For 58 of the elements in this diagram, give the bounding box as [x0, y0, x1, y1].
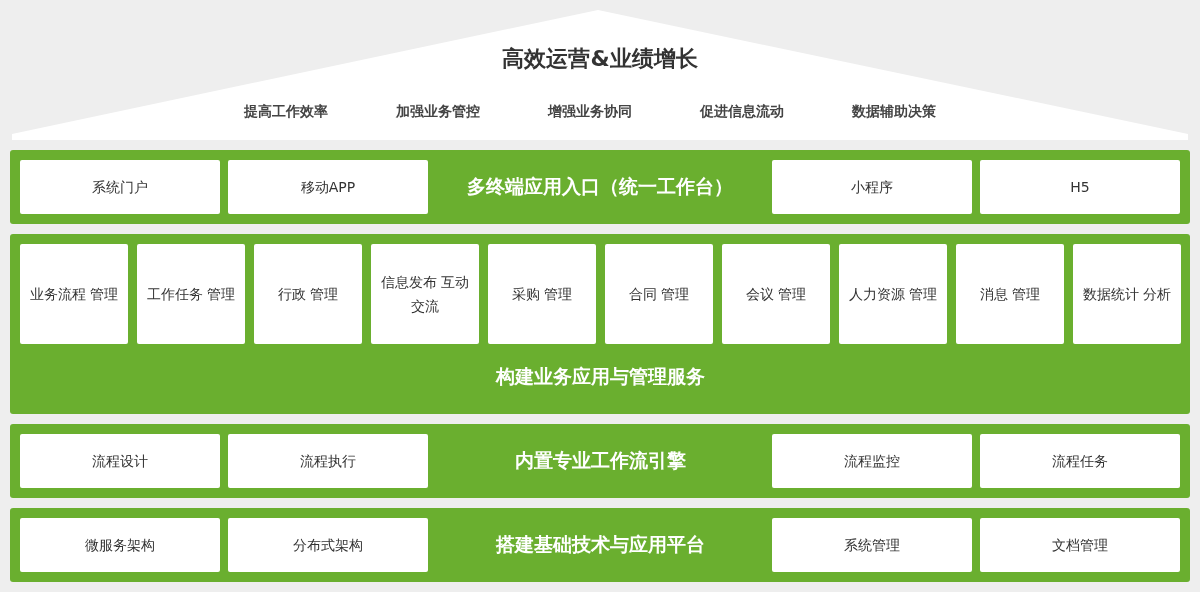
module-card: [20, 518, 220, 572]
module-card: [980, 434, 1180, 488]
module-label: 系统门户: [91, 178, 149, 197]
module-card: [1073, 244, 1181, 344]
module-label: 微服务架构: [84, 536, 156, 555]
module-card: [980, 160, 1180, 214]
module-card: [228, 434, 428, 488]
module-card: [772, 160, 972, 214]
module-card: [605, 244, 713, 344]
layer-band: [10, 234, 1190, 414]
layer-band: [10, 424, 1190, 498]
module-card: [20, 160, 220, 214]
goal-label: 增强业务协同: [548, 103, 632, 121]
module-card: [722, 244, 830, 344]
module-label: 分布式架构: [292, 536, 364, 555]
layer-band: [10, 150, 1190, 224]
layer-title: 内置专业工作流引擎: [513, 448, 687, 473]
goal-label: 提高工作效率: [244, 103, 328, 121]
module-card: [371, 244, 479, 344]
goal-label: 加强业务管控: [396, 103, 480, 121]
module-label: 流程监控: [843, 452, 901, 471]
module-card: [772, 434, 972, 488]
module-label: 消息 管理: [978, 285, 1042, 304]
module-card: [956, 244, 1064, 344]
module-card: [254, 244, 362, 344]
module-label: 流程设计: [91, 452, 149, 471]
goal-label: 促进信息流动: [700, 103, 784, 121]
module-label: 采购 管理: [510, 285, 574, 304]
module-label: 流程执行: [299, 452, 357, 471]
module-card: [839, 244, 947, 344]
module-card: [980, 518, 1180, 572]
module-label: 移动APP: [299, 178, 357, 197]
module-card: [772, 518, 972, 572]
module-label: 数据统计 分析: [1081, 285, 1173, 304]
module-label: 行政 管理: [276, 285, 340, 304]
layer-title: 搭建基础技术与应用平台: [494, 532, 706, 557]
module-label: 小程序: [850, 178, 894, 197]
layer-title: 多终端应用入口（统一工作台）: [466, 174, 734, 199]
module-label: 合同 管理: [627, 285, 691, 304]
module-label: 会议 管理: [744, 285, 808, 304]
module-card: [228, 160, 428, 214]
module-label: 工作任务 管理: [145, 285, 237, 304]
module-label: 人力资源 管理: [847, 285, 939, 304]
module-card: [20, 244, 128, 344]
module-card: [228, 518, 428, 572]
module-card: [20, 434, 220, 488]
module-label: 业务流程 管理: [28, 285, 120, 304]
layer-band: [10, 508, 1190, 582]
module-label: 系统管理: [843, 536, 901, 555]
module-label: 信息发布 互动交流: [379, 273, 471, 316]
module-card: [137, 244, 245, 344]
goal-label: 数据辅助决策: [852, 103, 936, 121]
roof-title: 高效运营&业绩增长: [502, 45, 698, 73]
module-card: [488, 244, 596, 344]
module-label: 流程任务: [1051, 452, 1109, 471]
module-label: H5: [1069, 178, 1091, 197]
module-label: 文档管理: [1051, 536, 1109, 555]
layer-title: 构建业务应用与管理服务: [494, 364, 706, 389]
